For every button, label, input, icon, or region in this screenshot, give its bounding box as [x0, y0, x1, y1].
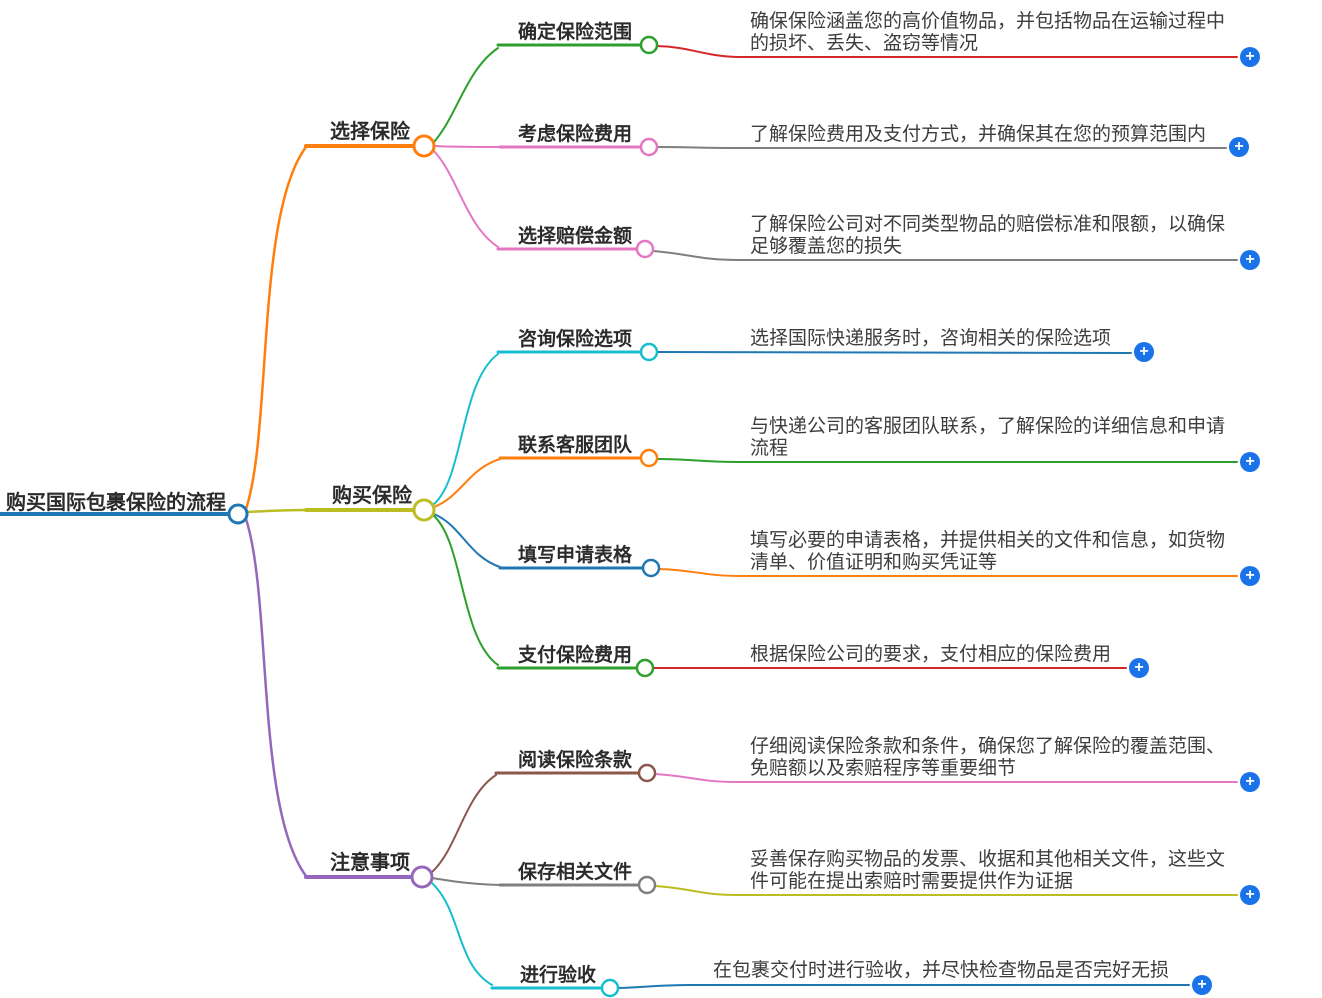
- expand-button-2-3[interactable]: +: [1240, 566, 1260, 586]
- plus-icon: +: [1197, 976, 1207, 993]
- expand-button-1-1[interactable]: +: [1240, 47, 1260, 67]
- link-1-1: [433, 47, 499, 143]
- desc-1-2-underline: [656, 146, 1227, 149]
- topic-2-3-circle[interactable]: [641, 558, 661, 578]
- link-1-2: [433, 145, 501, 148]
- topic-1-1-circle[interactable]: [639, 35, 659, 55]
- desc-2-1-text: 选择国际快递服务时，咨询相关的保险选项: [750, 328, 1112, 349]
- branch-2-circle[interactable]: [412, 498, 436, 522]
- link-root-branch-3: [244, 517, 308, 878]
- topic-2-1-label: 咨询保险选项: [518, 329, 633, 350]
- topic-2-3-label: 填写申请表格: [518, 545, 633, 566]
- desc-3-1-text: 仔细阅读保险条款和条件，确保您了解保险的覆盖范围、免赔额以及索赔程序等重要细节: [750, 736, 1226, 779]
- expand-button-2-2[interactable]: +: [1240, 452, 1260, 472]
- expand-button-3-2[interactable]: +: [1240, 885, 1260, 905]
- desc-3-2-text: 妥善保存购买物品的发票、收据和其他相关文件，这些文件可能在提出索赔时需要提供作为…: [750, 849, 1226, 892]
- link-2-4: [433, 515, 499, 666]
- topic-1-1-label: 确定保险范围: [518, 22, 633, 43]
- topic-2-2-label: 联系客服团队: [518, 435, 633, 456]
- desc-2-4-text: 根据保险公司的要求，支付相应的保险费用: [750, 644, 1112, 665]
- desc-3-2-underline: [654, 885, 1238, 896]
- branch-2-label: 购买保险: [332, 485, 412, 507]
- link-2-2: [433, 458, 501, 508]
- root-label: 购买国际包裹保险的流程: [6, 492, 226, 514]
- topic-3-1-circle[interactable]: [637, 763, 657, 783]
- desc-1-1-underline: [656, 45, 1238, 58]
- link-1-3: [433, 150, 499, 248]
- link-3-2: [431, 877, 501, 886]
- plus-icon: +: [1134, 659, 1144, 676]
- branch-1-circle[interactable]: [412, 134, 436, 158]
- topic-3-2-label: 保存相关文件: [518, 862, 633, 883]
- topic-1-3-circle[interactable]: [635, 239, 655, 259]
- branch-3-label: 注意事项: [330, 852, 410, 874]
- plus-icon: +: [1245, 251, 1255, 268]
- topic-3-1-label: 阅读保险条款: [518, 750, 633, 771]
- desc-2-3-underline: [658, 568, 1238, 577]
- expand-button-3-1[interactable]: +: [1240, 772, 1260, 792]
- topic-2-1-circle[interactable]: [639, 342, 659, 362]
- topic-2-2-circle[interactable]: [639, 448, 659, 468]
- plus-icon: +: [1245, 567, 1255, 584]
- desc-2-2-underline: [656, 458, 1238, 463]
- expand-button-1-3[interactable]: +: [1240, 250, 1260, 270]
- expand-button-2-4[interactable]: +: [1129, 658, 1149, 678]
- link-3-3: [431, 882, 493, 986]
- link-root-branch-1: [244, 145, 308, 511]
- plus-icon: +: [1139, 343, 1149, 360]
- plus-icon: +: [1234, 138, 1244, 155]
- expand-button-1-2[interactable]: +: [1229, 137, 1249, 157]
- desc-2-3-text: 填写必要的申请表格，并提供相关的文件和信息，如货物清单、价值证明和购买凭证等: [750, 530, 1226, 573]
- desc-1-2-text: 了解保险费用及支付方式，并确保其在您的预算范围内: [750, 124, 1207, 145]
- topic-3-3-label: 进行验收: [520, 965, 597, 986]
- topic-1-2-circle[interactable]: [639, 137, 659, 157]
- link-2-3: [433, 513, 501, 568]
- plus-icon: +: [1245, 773, 1255, 790]
- desc-3-1-underline: [654, 773, 1238, 783]
- topic-3-2-circle[interactable]: [637, 875, 657, 895]
- root-node-circle[interactable]: [227, 503, 249, 525]
- topic-2-4-label: 支付保险费用: [518, 645, 633, 666]
- desc-2-2-text: 与快递公司的客服团队联系，了解保险的详细信息和申请流程: [750, 416, 1226, 459]
- desc-2-1-underline: [656, 351, 1132, 354]
- branch-3-circle[interactable]: [410, 865, 434, 889]
- desc-3-3-text: 在包裹交付时进行验收，并尽快检查物品是否完好无损: [713, 960, 1170, 981]
- desc-1-1-text: 确保保险涵盖您的高价值物品，并包括物品在运输过程中的损坏、丢失、盗窃等情况: [750, 11, 1226, 54]
- expand-button-2-1[interactable]: +: [1134, 342, 1154, 362]
- desc-1-3-underline: [652, 250, 1238, 261]
- link-2-1: [433, 353, 499, 505]
- branch-1-label: 选择保险: [330, 121, 410, 143]
- plus-icon: +: [1245, 48, 1255, 65]
- plus-icon: +: [1245, 453, 1255, 470]
- desc-1-3-text: 了解保险公司对不同类型物品的赔偿标准和限额，以确保足够覆盖您的损失: [750, 214, 1226, 257]
- plus-icon: +: [1245, 886, 1255, 903]
- topic-3-3-circle[interactable]: [600, 978, 620, 998]
- topic-1-3-label: 选择赔偿金额: [518, 226, 633, 247]
- desc-3-3-underline: [617, 984, 1190, 989]
- link-root-branch-2: [245, 508, 308, 514]
- topic-1-2-label: 考虑保险费用: [518, 124, 633, 145]
- link-3-1: [431, 774, 497, 873]
- expand-button-3-3[interactable]: +: [1192, 975, 1212, 995]
- topic-2-4-circle[interactable]: [635, 658, 655, 678]
